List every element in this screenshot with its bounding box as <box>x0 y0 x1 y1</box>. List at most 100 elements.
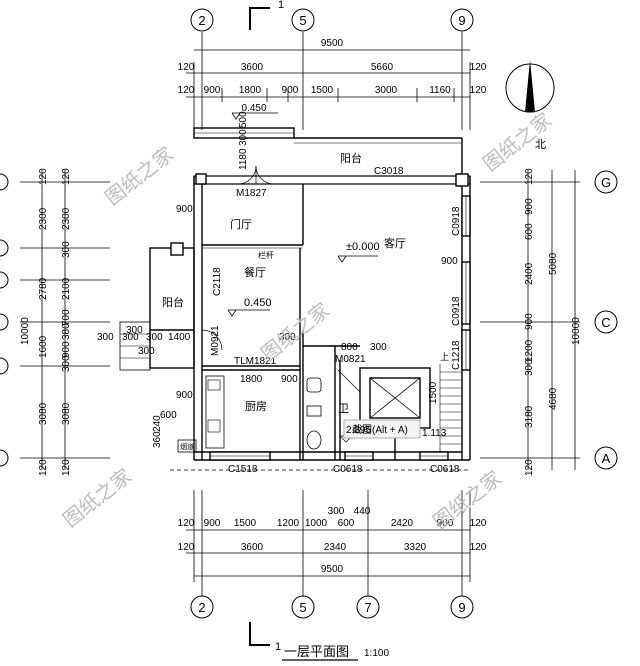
level-dining: 0.450 <box>244 297 272 309</box>
dimension-lines-bottom <box>186 490 471 596</box>
dim-right-inner-7: 3180 <box>524 405 535 428</box>
dim-left-inner-9: 120 <box>61 459 72 476</box>
axis-bubble-top-2: 2 <box>190 8 214 32</box>
drawing-title: 一层平面图 <box>284 644 349 659</box>
dim-bottom-r1-1: 900 <box>204 518 221 529</box>
axis-bubble-bottom-7: 7 <box>356 595 380 619</box>
level-marker-living <box>337 255 378 263</box>
dim-left-outer-1: 2300 <box>38 207 49 230</box>
walls <box>119 127 471 471</box>
dim-top-r1-1: 3600 <box>241 62 264 73</box>
dim-bottom-r1-10: 120 <box>470 518 487 529</box>
svg-text:G: G <box>601 175 611 190</box>
dim-300-step-d: 300 <box>146 332 163 343</box>
dim-top-r2-7: 120 <box>470 85 487 96</box>
dim-bottom-r1-0: 120 <box>178 518 195 529</box>
axis-bubble-left-5 <box>0 357 9 375</box>
room-balcony-top: 阳台 <box>340 151 362 165</box>
axis-bubble-bottom-5: 5 <box>291 595 315 619</box>
stair-up-label: 上 <box>440 352 449 362</box>
dim-bottom-r1-3: 1200 <box>277 518 300 529</box>
dim-right-mid-1: 4680 <box>548 387 559 410</box>
door-bath-label: M0821 <box>335 354 366 365</box>
dim-300-g: 300 <box>370 342 387 353</box>
dim-1113: 1.113 <box>422 428 447 439</box>
dim-300-step-a: 300 <box>126 325 143 336</box>
dimension-lines-left <box>20 170 110 470</box>
svg-text:2: 2 <box>198 13 205 28</box>
door-kitchen-label: TLM1821 <box>234 356 277 367</box>
dim-300-f: 300 <box>279 332 296 343</box>
section-mark-bottom-label: 1 <box>275 641 281 653</box>
dim-top-r2-3: 900 <box>282 85 299 96</box>
dim-left-inner-2: 300 <box>61 241 72 258</box>
room-bath: 卫 <box>338 403 349 415</box>
dim-bottom-r2-1: 3600 <box>241 542 264 553</box>
window-right-3-label: C1218 <box>451 340 462 370</box>
svg-text:2: 2 <box>198 600 205 615</box>
svg-text:5: 5 <box>299 13 306 28</box>
porch-level: 0.450 <box>241 103 266 114</box>
dim-360: 360 <box>152 431 163 448</box>
dim-bottom-r1-6: 300 <box>328 506 345 517</box>
window-left-label: C2118 <box>212 267 223 296</box>
dim-300-step-e: 300 <box>138 346 155 357</box>
dim-top-r2-1: 900 <box>204 85 221 96</box>
dim-left-outer-5: 3080 <box>38 402 49 425</box>
level-marker-dining <box>227 309 270 317</box>
dim-900-kitchen-b: 900 <box>281 374 298 385</box>
dim-left-outer-3: 10000 <box>20 317 31 345</box>
watermark-1: 图纸之家 <box>100 142 178 210</box>
window-top-label: C3018 <box>374 166 404 177</box>
north-arrow <box>505 60 555 113</box>
porch-dim-1180: 1180 <box>238 148 249 170</box>
room-foyer: 门厅 <box>230 217 252 231</box>
dim-600: 600 <box>160 410 177 421</box>
axis-bubble-left-1 <box>0 173 9 191</box>
level-bath: 2.395 <box>346 425 371 436</box>
dim-top-r1-2: 5660 <box>371 62 394 73</box>
dim-left-inner-6: 900 <box>61 341 72 358</box>
room-balcony-left: 阳台 <box>162 295 184 309</box>
dim-1500-stair: 1500 <box>428 381 439 404</box>
dim-left-inner-3: 2100 <box>61 277 72 300</box>
dim-top-total: 9500 <box>321 38 344 49</box>
dim-bottom-r1-9: 900 <box>437 518 454 529</box>
level-living: ±0.000 <box>346 241 380 253</box>
dim-left-inner-4: 700 <box>61 309 72 326</box>
dim-right-inner-2: 600 <box>524 223 535 240</box>
dim-right-outer-0: 10000 <box>571 317 582 345</box>
drawing-scale: 1:100 <box>364 648 389 659</box>
window-right-2-label: C0918 <box>451 296 462 326</box>
svg-text:9: 9 <box>458 13 465 28</box>
axis-bubble-left-4 <box>0 313 9 331</box>
dim-left-inner-0: 120 <box>61 168 72 185</box>
dim-240: 240 <box>152 415 163 432</box>
dim-top-r2-6: 1160 <box>429 85 451 96</box>
section-mark-bottom <box>249 622 270 646</box>
door-left-label: M0921 <box>210 325 221 356</box>
dim-left-inner-1: 2300 <box>61 207 72 230</box>
porch-dim-500: 500 <box>238 111 249 128</box>
dim-bottom-r1-5: 600 <box>338 518 355 529</box>
window-bottom-2-label: C0618 <box>333 464 363 475</box>
svg-text:7: 7 <box>364 600 371 615</box>
dim-900-living: 900 <box>441 256 458 267</box>
dim-right-inner-4: 900 <box>524 313 535 330</box>
dim-900-kitchen: 900 <box>176 390 193 401</box>
dim-left-inner-7: 300 <box>61 355 72 372</box>
porch-level-marker <box>231 112 278 120</box>
svg-text:5: 5 <box>299 600 306 615</box>
dim-800: 800 <box>341 342 358 353</box>
dim-left-outer-4: 1600 <box>38 335 49 358</box>
dim-top-r2-2: 1800 <box>239 85 262 96</box>
svg-text:C: C <box>601 315 610 330</box>
axis-bubble-right-C: C <box>594 310 618 334</box>
dim-right-mid-0: 5080 <box>548 252 559 275</box>
dim-right-inner-1: 900 <box>524 198 535 215</box>
dim-left-outer-2: 2780 <box>38 277 49 300</box>
window-right-1-label: C0918 <box>451 206 462 236</box>
room-living: 客厅 <box>384 236 406 250</box>
axis-bubble-left-6 <box>0 449 9 467</box>
flue-label: 烟道 <box>180 442 194 451</box>
